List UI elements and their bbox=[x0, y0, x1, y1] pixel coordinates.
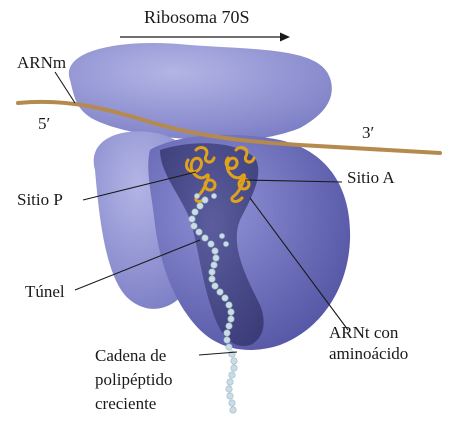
label-three-prime: 3′ bbox=[362, 123, 374, 143]
small-subunit bbox=[69, 43, 332, 141]
diagram-title: Ribosoma 70S bbox=[144, 7, 250, 28]
label-trna-line1: ARNt con bbox=[329, 323, 398, 343]
direction-arrowhead bbox=[280, 33, 290, 42]
label-five-prime: 5′ bbox=[38, 114, 50, 134]
label-chain-line3: creciente bbox=[95, 394, 156, 414]
label-site-p: Sitio P bbox=[17, 190, 63, 210]
label-mrna: ARNm bbox=[17, 53, 66, 73]
label-chain-line2: polipéptido bbox=[95, 370, 172, 390]
label-trna-line2: aminoácido bbox=[329, 344, 408, 364]
label-tunnel: Túnel bbox=[25, 282, 65, 302]
label-chain-line1: Cadena de bbox=[95, 346, 166, 366]
label-site-a: Sitio A bbox=[347, 168, 395, 188]
